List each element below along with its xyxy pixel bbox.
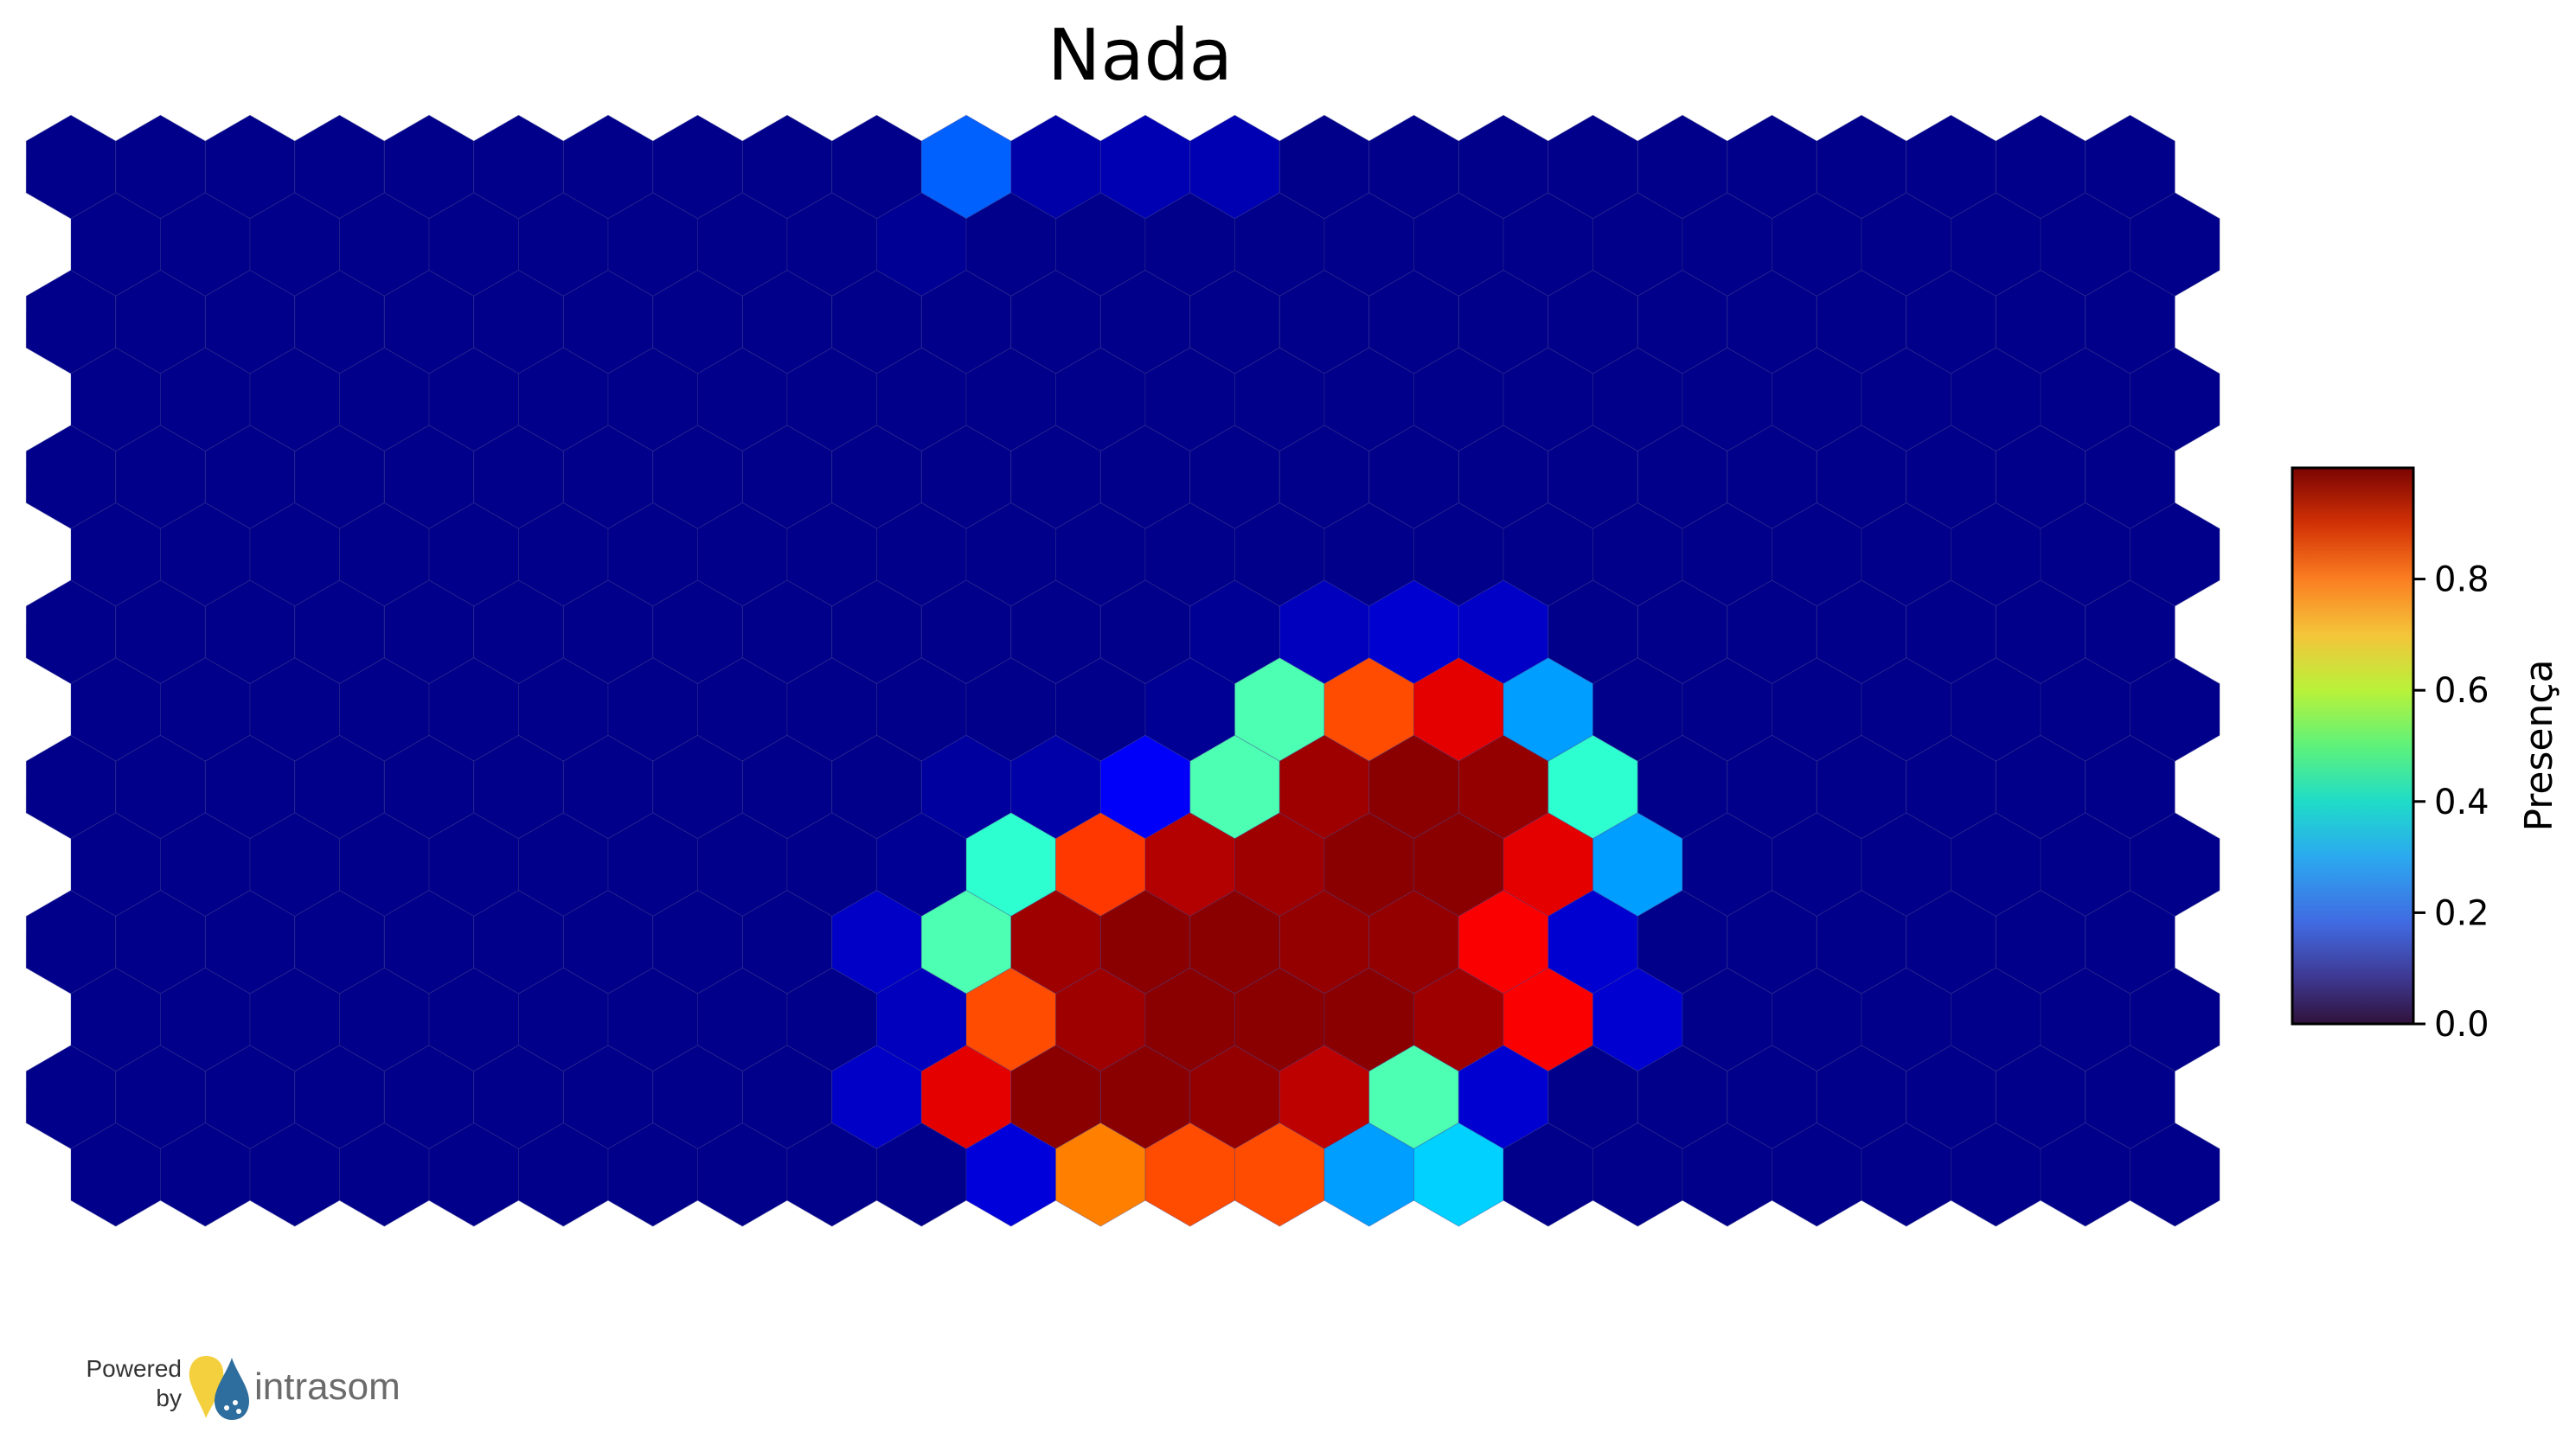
colorbar-tick-label: 0.4 [2434,783,2489,822]
yellow-drop-icon [189,1356,224,1418]
blue-drop-icon [215,1358,249,1420]
powered-label-line2: by [156,1385,182,1411]
colorbar: 0.0 0.2 0.4 0.6 0.8 Presença [2291,466,2561,1045]
chart-title: Nada [1048,15,1233,97]
hex-grid [25,114,2220,1227]
powered-label-line1: Powered [86,1355,182,1382]
hex-cell [2130,1122,2220,1227]
brand-name: intrasom [254,1365,400,1408]
colorbar-ticks: 0.0 0.2 0.4 0.6 0.8 [2413,560,2489,1045]
colorbar-tick-label: 0.0 [2434,1005,2489,1045]
colorbar-tick-label: 0.6 [2434,671,2489,711]
colorbar-label: Presença [2517,660,2561,832]
intrasom-logo-icon [189,1356,249,1420]
powered-by-footer: Powered by intrasom [86,1355,400,1420]
colorbar-tick-label: 0.2 [2434,893,2489,933]
colorbar-gradient [2291,466,2415,1026]
colorbar-tick-label: 0.8 [2434,560,2489,600]
